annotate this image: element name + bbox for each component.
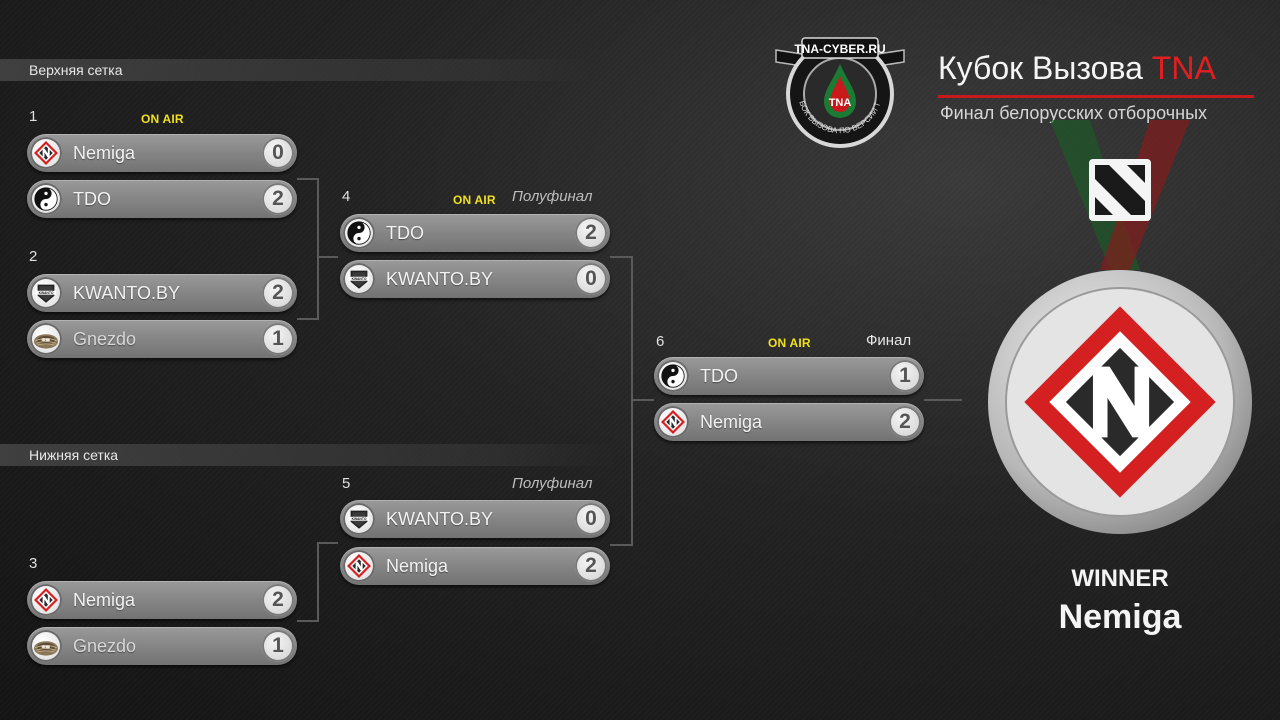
gnezdo-logo-icon: [30, 323, 62, 355]
match-2-team-2[interactable]: Gnezdo 1: [27, 320, 297, 358]
tdo-logo-icon: [30, 183, 62, 215]
nemiga-logo-icon: [657, 406, 689, 438]
team-name: Nemiga: [700, 412, 763, 432]
upper-bracket-label: Верхняя сетка: [29, 62, 123, 78]
match-2-number: 2: [29, 248, 38, 265]
match-1-team-2[interactable]: TDO 2: [27, 180, 297, 218]
tdo-logo-icon: [343, 217, 375, 249]
match-3-number: 3: [29, 555, 38, 572]
team-score: 2: [575, 550, 607, 582]
match-6-number: 6: [656, 333, 665, 350]
page-title: Кубок Вызова TNA: [938, 50, 1216, 86]
match-6-onair: ON AIR: [768, 336, 811, 350]
connector-m3-stub: [297, 620, 317, 622]
team-name: KWANTO.BY: [386, 269, 494, 289]
team-name: Gnezdo: [73, 636, 137, 656]
lower-bracket-header: Нижняя сетка: [0, 444, 612, 466]
winner-label: WINNER: [1071, 565, 1169, 592]
team-score: 2: [262, 584, 294, 616]
lower-bracket-label: Нижняя сетка: [29, 447, 119, 463]
team-score: 1: [262, 630, 294, 662]
match-5-team-2[interactable]: Nemiga 2: [340, 547, 610, 585]
team-score: 0: [575, 503, 607, 535]
team-score: 2: [262, 277, 294, 309]
match-4-team-1[interactable]: TDO 2: [340, 214, 610, 252]
team-name: KWANTO.BY: [386, 509, 494, 529]
match-6-team-2[interactable]: Nemiga 2: [654, 403, 924, 441]
match-4-team-2[interactable]: KWANTO.BY 0: [340, 260, 610, 298]
title-accent: TNA: [1151, 50, 1216, 86]
match-6-team-1[interactable]: TDO 1: [654, 357, 924, 395]
emblem-center-text: TNA: [829, 97, 852, 109]
winner-name: Nemiga: [1058, 598, 1182, 636]
match-6-round: Финал: [866, 332, 912, 349]
match-5-round: Полуфинал: [512, 475, 593, 492]
team-score: 2: [262, 183, 294, 215]
nemiga-logo-icon: [30, 137, 62, 169]
connector-to-m4: [317, 256, 338, 258]
nemiga-logo-icon: [343, 550, 375, 582]
connector-m4-m5: [610, 256, 633, 546]
page-subtitle: Финал белорусских отборочных: [940, 103, 1208, 123]
dota-icon: [1087, 157, 1153, 223]
team-name: Nemiga: [386, 556, 449, 576]
team-score: 0: [262, 137, 294, 169]
team-name: KWANTO.BY: [73, 283, 181, 303]
team-name: TDO: [700, 366, 738, 386]
match-3-team-2[interactable]: Gnezdo 1: [27, 627, 297, 665]
connector-to-m5: [317, 542, 338, 544]
title-underline: [938, 95, 1254, 98]
team-score: 2: [575, 217, 607, 249]
connector-m1-m2: [297, 178, 319, 320]
team-score: 1: [889, 360, 921, 392]
gnezdo-logo-icon: [30, 630, 62, 662]
emblem-top-text: TNA-CYBER.RU: [794, 42, 885, 56]
team-name: Nemiga: [73, 590, 136, 610]
upper-bracket-header: Верхняя сетка: [0, 59, 600, 81]
team-name: TDO: [386, 223, 424, 243]
match-5-number: 5: [342, 475, 351, 492]
kwanto-logo-icon: [30, 277, 62, 309]
team-name: TDO: [73, 189, 111, 209]
match-1-team-1[interactable]: Nemiga 0: [27, 134, 297, 172]
kwanto-logo-icon: [343, 263, 375, 295]
connector-m3-vertical: [317, 542, 319, 622]
match-4-onair: ON AIR: [453, 193, 496, 207]
match-2-team-1[interactable]: KWANTO.BY 2: [27, 274, 297, 312]
team-score: 1: [262, 323, 294, 355]
team-score: 2: [889, 406, 921, 438]
connector-to-m6: [631, 399, 654, 401]
match-4-round: Полуфинал: [512, 188, 593, 205]
match-1-number: 1: [29, 108, 38, 125]
team-name: Gnezdo: [73, 329, 137, 349]
tdo-logo-icon: [657, 360, 689, 392]
team-name: Nemiga: [73, 143, 136, 163]
match-1-onair: ON AIR: [141, 112, 184, 126]
team-score: 0: [575, 263, 607, 295]
connector-to-winner: [924, 399, 962, 401]
nemiga-logo-icon: [30, 584, 62, 616]
winner-medal: [986, 268, 1254, 536]
kwanto-logo-icon: [343, 503, 375, 535]
match-5-team-1[interactable]: KWANTO.BY 0: [340, 500, 610, 538]
match-4-number: 4: [342, 188, 351, 205]
tna-emblem: TNA-CYBER.RU TNA КУБОК ВЫЗОВА ПО ВЕРСИИ …: [769, 25, 908, 148]
match-3-team-1[interactable]: Nemiga 2: [27, 581, 297, 619]
